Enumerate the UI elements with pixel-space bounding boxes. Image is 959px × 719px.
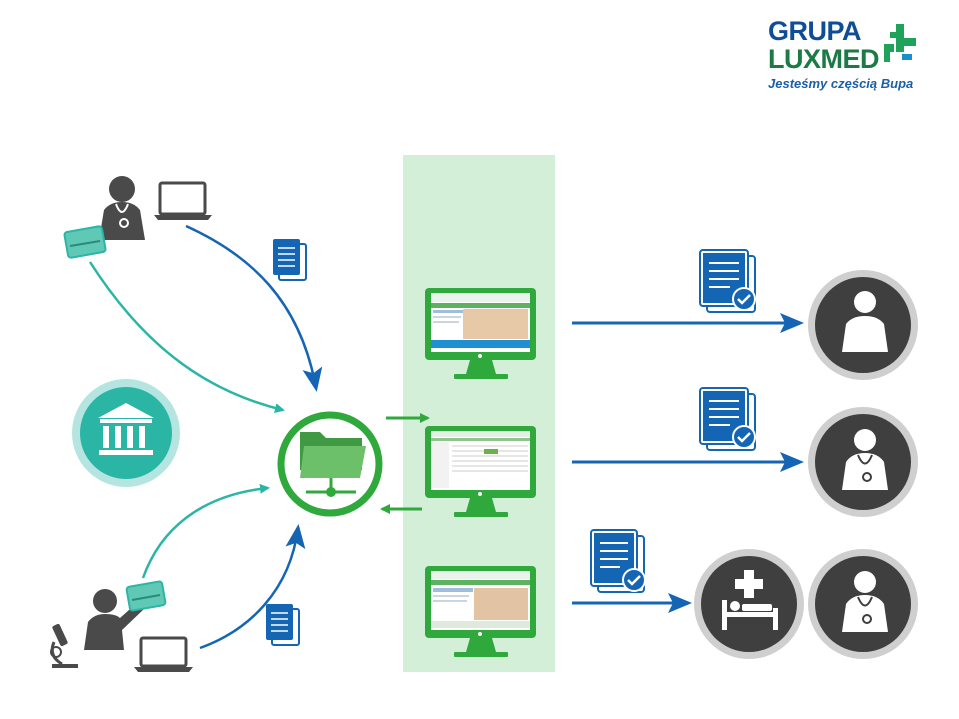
laptop-icon [134, 636, 193, 672]
monitor-icon [425, 566, 536, 657]
monitor-icon [425, 288, 536, 379]
hospital-bed-icon [694, 549, 804, 659]
documents-check-icon [699, 249, 756, 313]
documents-icon [266, 604, 300, 646]
arrow-lab-to-hub [199, 524, 306, 650]
logo-line1: GRUPA [768, 16, 862, 46]
id-card-icon [125, 580, 167, 612]
folder-network-icon [277, 411, 383, 517]
microscope-icon [50, 623, 78, 668]
arrow-labcard-to-hub [141, 483, 270, 579]
doctor-circle-icon [808, 407, 918, 517]
monitor-icon [425, 426, 536, 517]
arrow-card-to-hub [88, 261, 285, 413]
documents-check-icon [699, 387, 756, 451]
lab-technician-icon [84, 589, 144, 650]
arrow-doctor-to-hub [185, 224, 323, 392]
id-card-icon [63, 225, 107, 259]
logo-tagline: Jesteśmy częścią Bupa [768, 76, 914, 91]
logo-cross-icon [884, 24, 916, 62]
institution-icon [72, 379, 180, 487]
luxmed-logo: GRUPA LUXMED Jesteśmy częścią Bupa [764, 14, 924, 94]
documents-check-icon [590, 529, 646, 593]
patient-icon [808, 270, 918, 380]
logo-line2: LUXMED [768, 44, 880, 74]
documents-icon [273, 239, 307, 281]
doctor-circle-icon [808, 549, 918, 659]
laptop-icon [154, 181, 212, 220]
doctor-icon [99, 176, 145, 240]
